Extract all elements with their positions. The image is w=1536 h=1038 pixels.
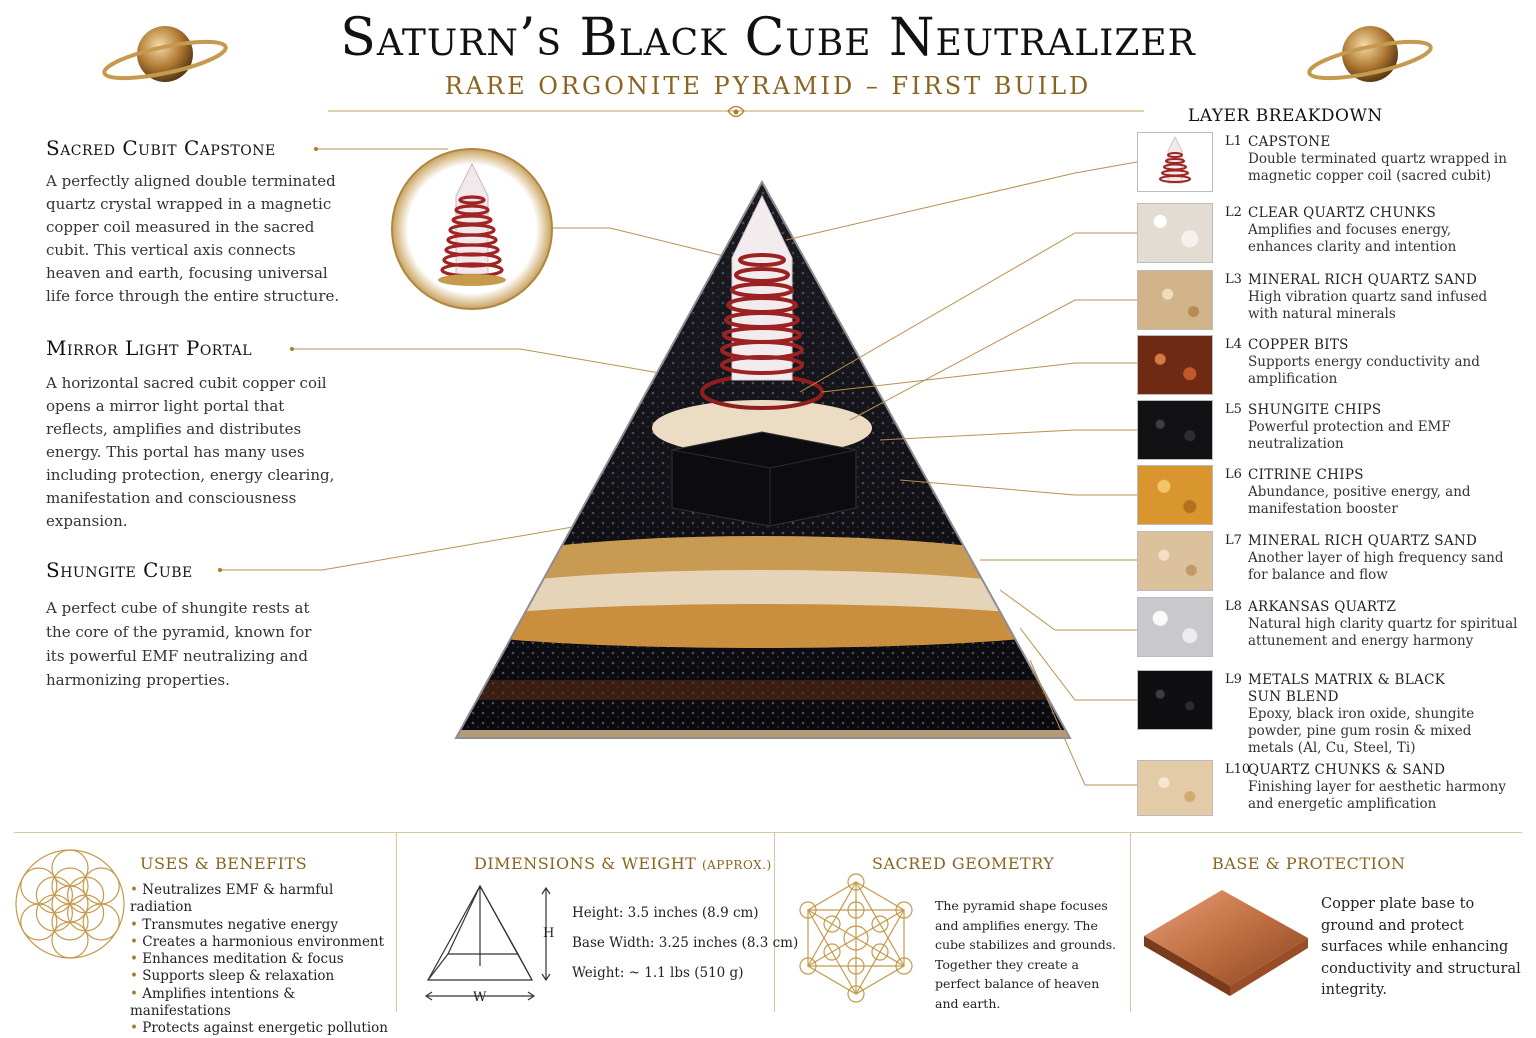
base-text: Copper plate base to ground and protect …: [1321, 896, 1521, 998]
layer-name: MINERAL RICH QUARTZ SAND: [1248, 533, 1478, 549]
layer-code: L6: [1225, 467, 1242, 482]
cube-text: A perfect cube of shungite rests at the …: [46, 599, 312, 689]
layer-desc: Double terminated quartz wrapped in magn…: [1248, 151, 1507, 184]
base-width-value: Base Width: 3.25 inches (8.3 cm): [572, 935, 799, 951]
width-label: W: [473, 990, 487, 1005]
layer-name: METALS MATRIX & BLACK SUN BLEND: [1248, 672, 1446, 705]
header-ornament: [328, 105, 1144, 118]
list-item: Amplifies intentions & manifestations: [130, 986, 390, 1021]
layer-swatch: [1137, 597, 1213, 657]
list-item: Supports sleep & relaxation: [130, 968, 390, 985]
height-value: Height: 3.5 inches (8.9 cm): [572, 905, 759, 921]
geometry-heading: SACRED GEOMETRY: [872, 854, 1055, 873]
layer-name: CLEAR QUARTZ CHUNKS: [1248, 205, 1437, 221]
dimensions-heading-note: (APPROX.): [701, 858, 772, 872]
dimensions-heading-text: DIMENSIONS & WEIGHT: [474, 854, 697, 873]
cube-heading: Shungite Cube: [46, 558, 193, 582]
layer-desc: Amplifies and focuses energy, enhances c…: [1248, 222, 1457, 255]
capstone-heading: Sacred Cubit Capstone: [46, 136, 276, 160]
capstone-thumb-icon: [1159, 135, 1191, 184]
metatrons-cube-icon: [799, 873, 913, 1003]
pyramid-dimension-icon: [424, 884, 551, 1001]
layer-desc: Abundance, positive energy, and manifest…: [1248, 484, 1471, 517]
layer-code: L2: [1225, 205, 1242, 220]
layer-name: CAPSTONE: [1248, 134, 1331, 150]
saturn-icon-right: [1307, 26, 1433, 82]
page-subtitle: RARE ORGONITE PYRAMID – FIRST BUILD: [444, 72, 1092, 100]
layer-code: L10: [1225, 762, 1251, 777]
layer-desc: High vibration quartz sand infused with …: [1248, 289, 1488, 322]
saturn-icon-left: [102, 26, 228, 82]
list-item: Protects against energetic pollution: [130, 1020, 390, 1037]
layer-swatch: [1137, 132, 1213, 192]
list-item: Creates a harmonious environment: [130, 934, 390, 951]
column-divider: [774, 832, 775, 1012]
bottom-divider: [14, 832, 1522, 833]
list-item: Transmutes negative energy: [130, 917, 390, 934]
layer-swatch: [1137, 760, 1213, 816]
layer-desc: Another layer of high frequency sand for…: [1248, 550, 1504, 583]
layer-swatch: [1137, 203, 1213, 263]
portal-heading: Mirror Light Portal: [46, 336, 253, 360]
layer-swatch: [1137, 670, 1213, 730]
weight-value: Weight: ~ 1.1 lbs (510 g): [572, 965, 744, 981]
pyramid-illustration: [218, 147, 1138, 786]
layer-desc: Powerful protection and EMF neutralizati…: [1248, 419, 1451, 452]
layer-code: L9: [1225, 672, 1242, 687]
layer-code: L4: [1225, 337, 1242, 352]
list-item: Enhances meditation & focus: [130, 951, 390, 968]
layer-swatch: [1137, 400, 1213, 460]
layer-code: L1: [1225, 134, 1242, 149]
layer-name: CITRINE CHIPS: [1248, 467, 1364, 483]
list-item: Neutralizes EMF & harmful radiation: [130, 882, 390, 917]
layer-name: QUARTZ CHUNKS & SAND: [1248, 762, 1446, 778]
layer-swatch: [1137, 335, 1213, 395]
column-divider: [396, 832, 397, 1012]
layer-name: SHUNGITE CHIPS: [1248, 402, 1382, 418]
layer-code: L8: [1225, 599, 1242, 614]
layer-code: L3: [1225, 272, 1242, 287]
layer-breakdown-heading: LAYER BREAKDOWN: [1188, 106, 1383, 126]
layer-desc: Epoxy, black iron oxide, shungite powder…: [1248, 706, 1475, 756]
dimensions-heading: DIMENSIONS & WEIGHT (APPROX.): [474, 854, 772, 873]
uses-heading: USES & BENEFITS: [140, 854, 308, 873]
layer-name: ARKANSAS QUARTZ: [1248, 599, 1397, 615]
benefits-list: Neutralizes EMF & harmful radiation Tran…: [130, 882, 390, 1038]
layer-name: COPPER BITS: [1248, 337, 1349, 353]
base-heading: BASE & PROTECTION: [1212, 854, 1406, 873]
layer-desc: Natural high clarity quartz for spiritua…: [1248, 616, 1518, 649]
layer-desc: Supports energy conductivity and amplifi…: [1248, 354, 1480, 387]
page-title: Saturn’s Black Cube Neutralizer: [340, 8, 1196, 68]
copper-plate-icon: [1144, 890, 1308, 996]
layer-code: L5: [1225, 402, 1242, 417]
height-label: H: [543, 926, 555, 941]
layer-swatch: [1137, 270, 1213, 330]
layer-code: L7: [1225, 533, 1242, 548]
layer-swatch: [1137, 531, 1213, 591]
flower-of-life-icon: [15, 849, 125, 959]
layer-desc: Finishing layer for aesthetic harmony an…: [1248, 779, 1506, 812]
portal-text: A horizontal sacred cubit copper coil op…: [46, 374, 335, 530]
layer-name: MINERAL RICH QUARTZ SAND: [1248, 272, 1478, 288]
column-divider: [1130, 832, 1131, 1012]
geometry-text: The pyramid shape focuses and amplifies …: [935, 898, 1117, 1011]
capstone-text: A perfectly aligned double terminated qu…: [46, 172, 340, 305]
layer-swatch: [1137, 465, 1213, 525]
